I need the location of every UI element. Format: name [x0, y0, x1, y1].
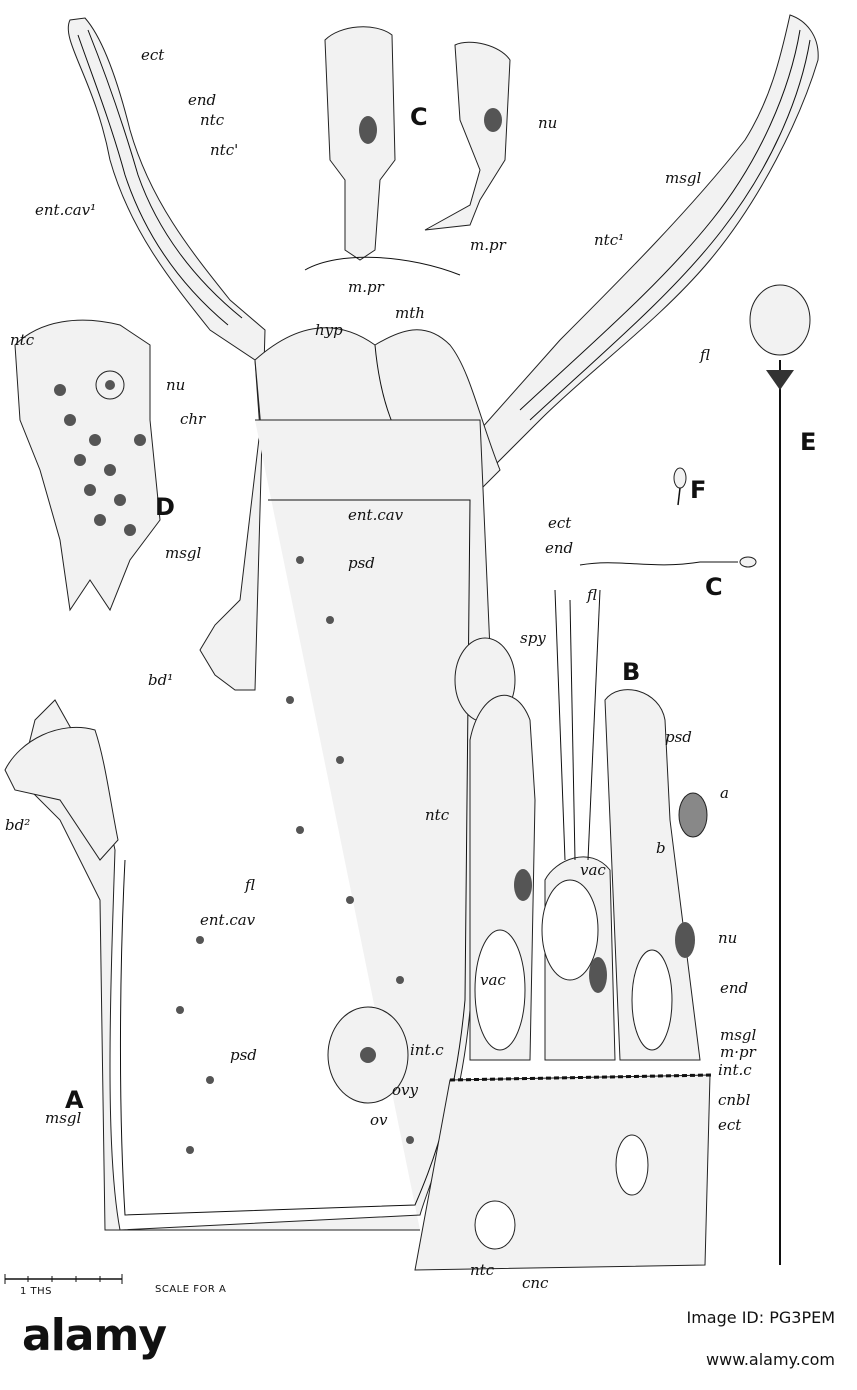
- panel-e-nematocyst: [749, 284, 811, 1265]
- panel-d-cell: [14, 319, 161, 612]
- label-m-pr-1: m.pr: [348, 278, 385, 296]
- label-cnbl: cnbl: [718, 1091, 751, 1109]
- label-ntc-mid: ntc: [425, 806, 450, 824]
- scale-caption: SCALE FOR A: [155, 1284, 226, 1295]
- label-psd-mid: psd: [348, 554, 375, 572]
- label-ect-mid: ect: [548, 514, 572, 532]
- label-fl-a: fl: [244, 876, 255, 894]
- label-ntc-b: ntc: [470, 1261, 495, 1279]
- label-hyp: hyp: [315, 321, 343, 339]
- panel-c-cells: [304, 26, 511, 276]
- label-int-c-left: int.c: [410, 1041, 444, 1059]
- label-ent-cav-low: ent.cav: [200, 911, 256, 929]
- label-chr: chr: [180, 410, 206, 428]
- label-nu-c: nu: [538, 114, 557, 132]
- label-ntc1-right: ntc¹: [594, 231, 624, 249]
- label-msgl-low: msgl: [45, 1109, 82, 1127]
- panel-label-c-top: C: [410, 103, 428, 131]
- watermark-bar: alamy Image ID: PG3PEM www.alamy.com: [0, 1298, 857, 1390]
- label-nu-b: nu: [718, 929, 737, 947]
- panel-label-c-small: C: [705, 573, 723, 601]
- panel-label-d: D: [155, 493, 175, 521]
- endoderm-nuclei: [176, 556, 414, 1154]
- hydra-anatomy-figure: A B C C D E F ect end ntc ntc' ent.cav¹ …: [4, 14, 819, 1297]
- label-msgl-b: msgl: [720, 1026, 757, 1044]
- bud-bd2: [4, 726, 119, 861]
- watermark-brand: alamy: [22, 1310, 167, 1361]
- panel-label-e: E: [800, 428, 816, 456]
- label-fl-right: fl: [699, 346, 710, 364]
- label-a: a: [720, 784, 729, 802]
- label-ent-cav-mid: ent.cav: [348, 506, 404, 524]
- label-end-b: end: [720, 979, 748, 997]
- label-msgl-right: msgl: [665, 169, 702, 187]
- label-psd-b: psd: [665, 728, 692, 746]
- label-vac-2: vac: [480, 971, 506, 989]
- panel-f-and-small-c: [579, 467, 757, 568]
- label-b: b: [656, 839, 666, 857]
- label-m-pr-2: m.pr: [470, 236, 507, 254]
- label-end-mid: end: [545, 539, 573, 557]
- label-ect-top: ect: [141, 46, 165, 64]
- right-tentacle: [479, 14, 819, 471]
- label-end-top: end: [188, 91, 216, 109]
- panel-label-b: B: [622, 658, 640, 686]
- scale-bar: [4, 1274, 123, 1284]
- left-tentacle: [67, 17, 266, 691]
- label-ntc-prime: ntc': [210, 141, 238, 159]
- label-bd1: bd¹: [148, 671, 173, 689]
- scale-unit: 1 THS: [20, 1286, 52, 1297]
- label-mth: mth: [395, 304, 425, 322]
- label-fl-b: fl: [586, 586, 597, 604]
- label-vac-1: vac: [580, 861, 606, 879]
- panel-b-tissue: [414, 589, 713, 1271]
- panel-label-f: F: [690, 476, 706, 504]
- label-ect-b: ect: [718, 1116, 742, 1134]
- label-ovy: ovy: [392, 1081, 419, 1099]
- label-ent-cav1: ent.cav¹: [35, 201, 96, 219]
- label-int-c-right: int.c: [718, 1061, 752, 1079]
- panel-label-a: A: [65, 1086, 84, 1114]
- label-bd2: bd²: [5, 816, 30, 834]
- figure-drawing: A B C C D E F ect end ntc ntc' ent.cav¹ …: [4, 14, 819, 1297]
- label-cnc: cnc: [522, 1274, 549, 1292]
- label-ntc-top: ntc: [200, 111, 225, 129]
- label-ntc-d: ntc: [10, 331, 35, 349]
- label-spy: spy: [520, 629, 546, 647]
- watermark-url: www.alamy.com: [706, 1350, 835, 1369]
- label-nu-d: nu: [166, 376, 185, 394]
- ovum-nucleus: [360, 1047, 376, 1063]
- label-msgl-left: msgl: [165, 544, 202, 562]
- label-psd-low: psd: [230, 1046, 257, 1064]
- label-ov: ov: [370, 1111, 388, 1129]
- label-m-pr-b: m·pr: [720, 1043, 757, 1061]
- watermark-image-id: Image ID: PG3PEM: [686, 1308, 836, 1327]
